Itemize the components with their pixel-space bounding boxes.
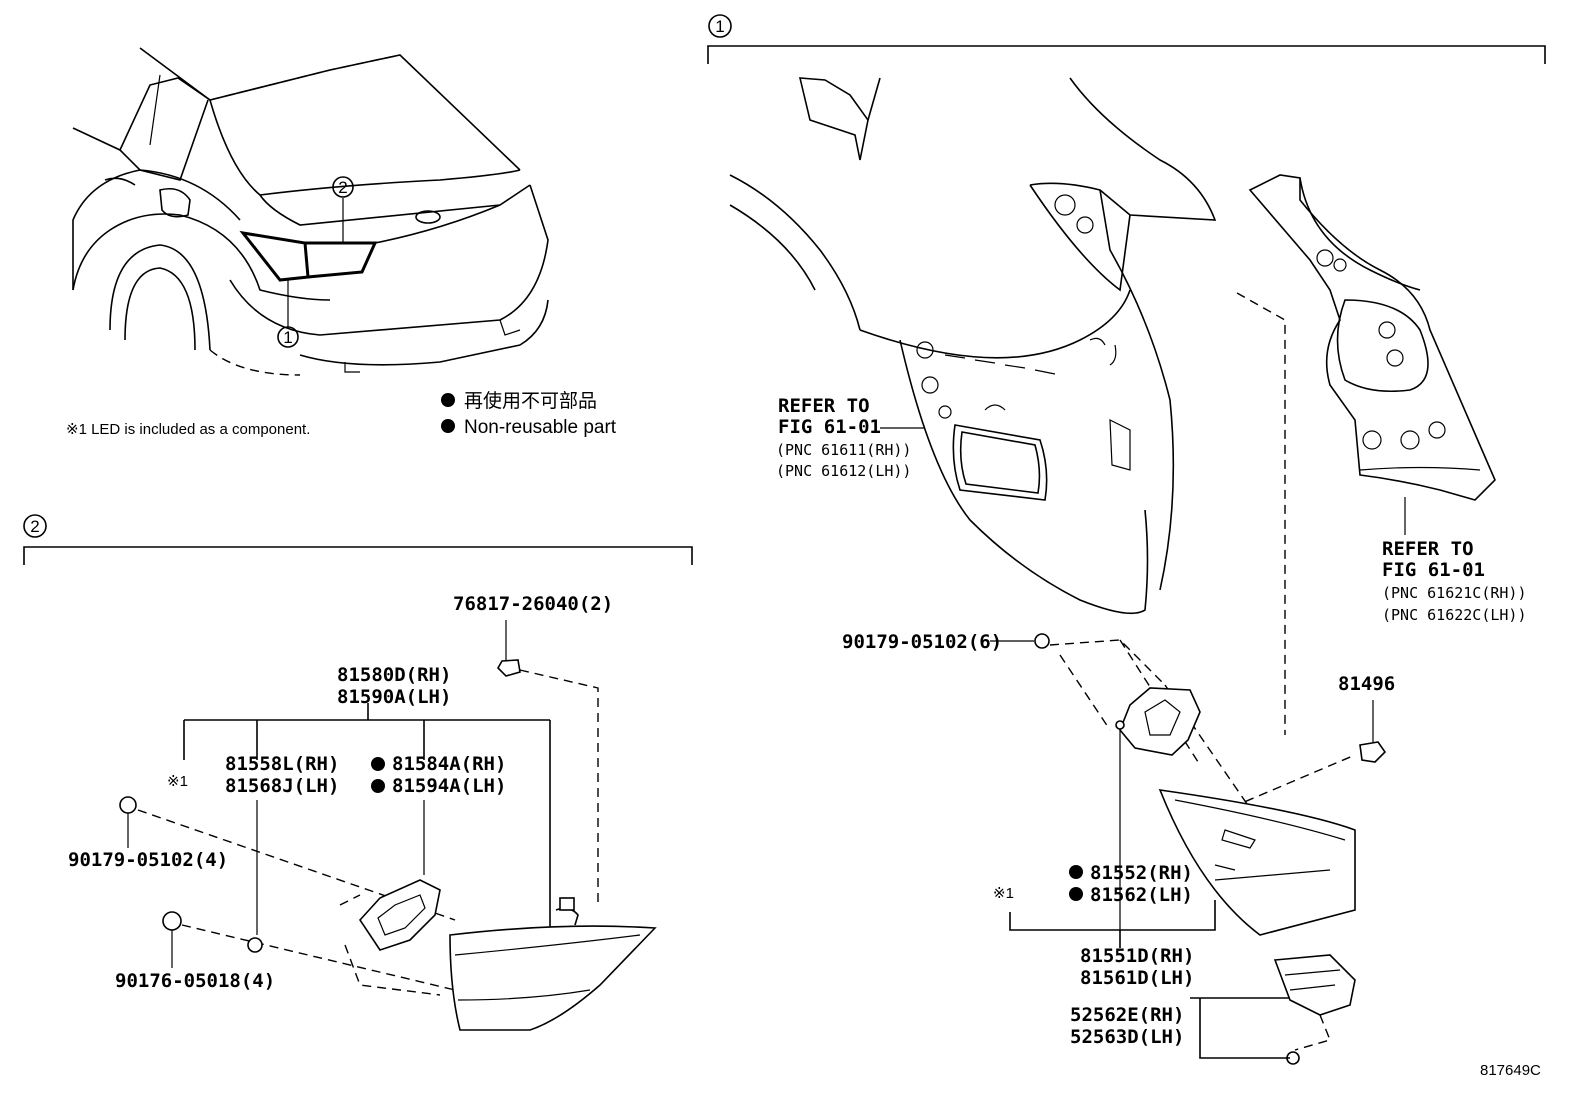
legend-japanese-text: 再使用不可部品: [464, 390, 597, 412]
part-90179-4-label: 90179-05102(4): [68, 849, 228, 871]
part-90179-6-label: 90179-05102(6): [842, 631, 1002, 653]
section-1-number: 1: [715, 17, 724, 36]
part-81562-label: 81562(LH): [1090, 884, 1193, 906]
inner-panel-illustration: [1248, 174, 1496, 535]
part-number-labels: 76817-26040(2) 81580D(RH) 81590A(LH) 815…: [68, 593, 1395, 1048]
non-reusable-dot-icon: [371, 779, 385, 793]
refer-lh-line1: REFER TO: [1382, 538, 1474, 560]
refer-rh-line2: FIG 61-01: [778, 416, 881, 438]
callout-2-on-car: 2: [332, 176, 354, 198]
part-52563-label: 52563D(LH): [1070, 1026, 1184, 1048]
part-81594-label: 81594A(LH): [392, 775, 506, 797]
part-81580-label: 81580D(RH): [337, 664, 451, 686]
car-overview-illustration: 2 1: [72, 47, 549, 376]
led-footnote: ※1 LED is included as a component.: [66, 421, 310, 438]
part-81590-label: 81590A(LH): [337, 686, 451, 708]
refer-to-lh-note: REFER TO FIG 61-01 (PNC 61621C(RH)) (PNC…: [1382, 538, 1527, 624]
led-footnote-marker-left: ※1: [167, 773, 188, 790]
callout-1-on-car: 1: [277, 326, 299, 348]
part-81568-label: 81568J(LH): [225, 775, 339, 797]
part-81551-label: 81551D(RH): [1080, 945, 1194, 967]
non-reusable-dot-icon: [371, 757, 385, 771]
part-52562-label: 52562E(RH): [1070, 1004, 1184, 1026]
led-footnote-marker-right: ※1: [993, 885, 1014, 902]
quarter-panel-illustration: [729, 77, 1217, 615]
legend: 再使用不可部品 Non-reusable part ※1 LED is incl…: [66, 390, 617, 438]
callout-1-label: 1: [283, 328, 292, 347]
legend-english-text: Non-reusable part: [464, 417, 617, 438]
part-90176-label: 90176-05018(4): [115, 970, 275, 992]
non-reusable-dot-icon: [1069, 865, 1083, 879]
refer-lh-pnc1: (PNC 61621C(RH)): [1382, 584, 1527, 602]
part-81496-label: 81496: [1338, 673, 1395, 695]
part-81561-label: 81561D(LH): [1080, 967, 1194, 989]
rear-combination-lamp-assembly: [990, 292, 1387, 1065]
part-81552-label: 81552(RH): [1090, 862, 1193, 884]
refer-lh-pnc2: (PNC 61622C(LH)): [1382, 606, 1527, 624]
garnish-lamp-assembly: [119, 620, 657, 1031]
non-reusable-dot-icon: [441, 393, 455, 407]
figure-id: 817649C: [1480, 1062, 1541, 1079]
refer-rh-pnc2: (PNC 61612(LH)): [776, 462, 911, 480]
refer-lh-line2: FIG 61-01: [1382, 559, 1485, 581]
refer-rh-line1: REFER TO: [778, 395, 870, 417]
section-1-header: 1: [707, 14, 1546, 64]
section-2-header: 2: [23, 514, 693, 565]
non-reusable-dot-icon: [1069, 887, 1083, 901]
refer-to-rh-note: REFER TO FIG 61-01 (PNC 61611(RH)) (PNC …: [776, 395, 925, 480]
refer-rh-pnc1: (PNC 61611(RH)): [776, 441, 911, 459]
section-2-number: 2: [30, 517, 39, 536]
callout-2-label: 2: [338, 178, 347, 197]
part-76817-label: 76817-26040(2): [453, 593, 613, 615]
non-reusable-dot-icon: [441, 419, 455, 433]
part-81558-label: 81558L(RH): [225, 753, 339, 775]
part-81584-label: 81584A(RH): [392, 753, 506, 775]
